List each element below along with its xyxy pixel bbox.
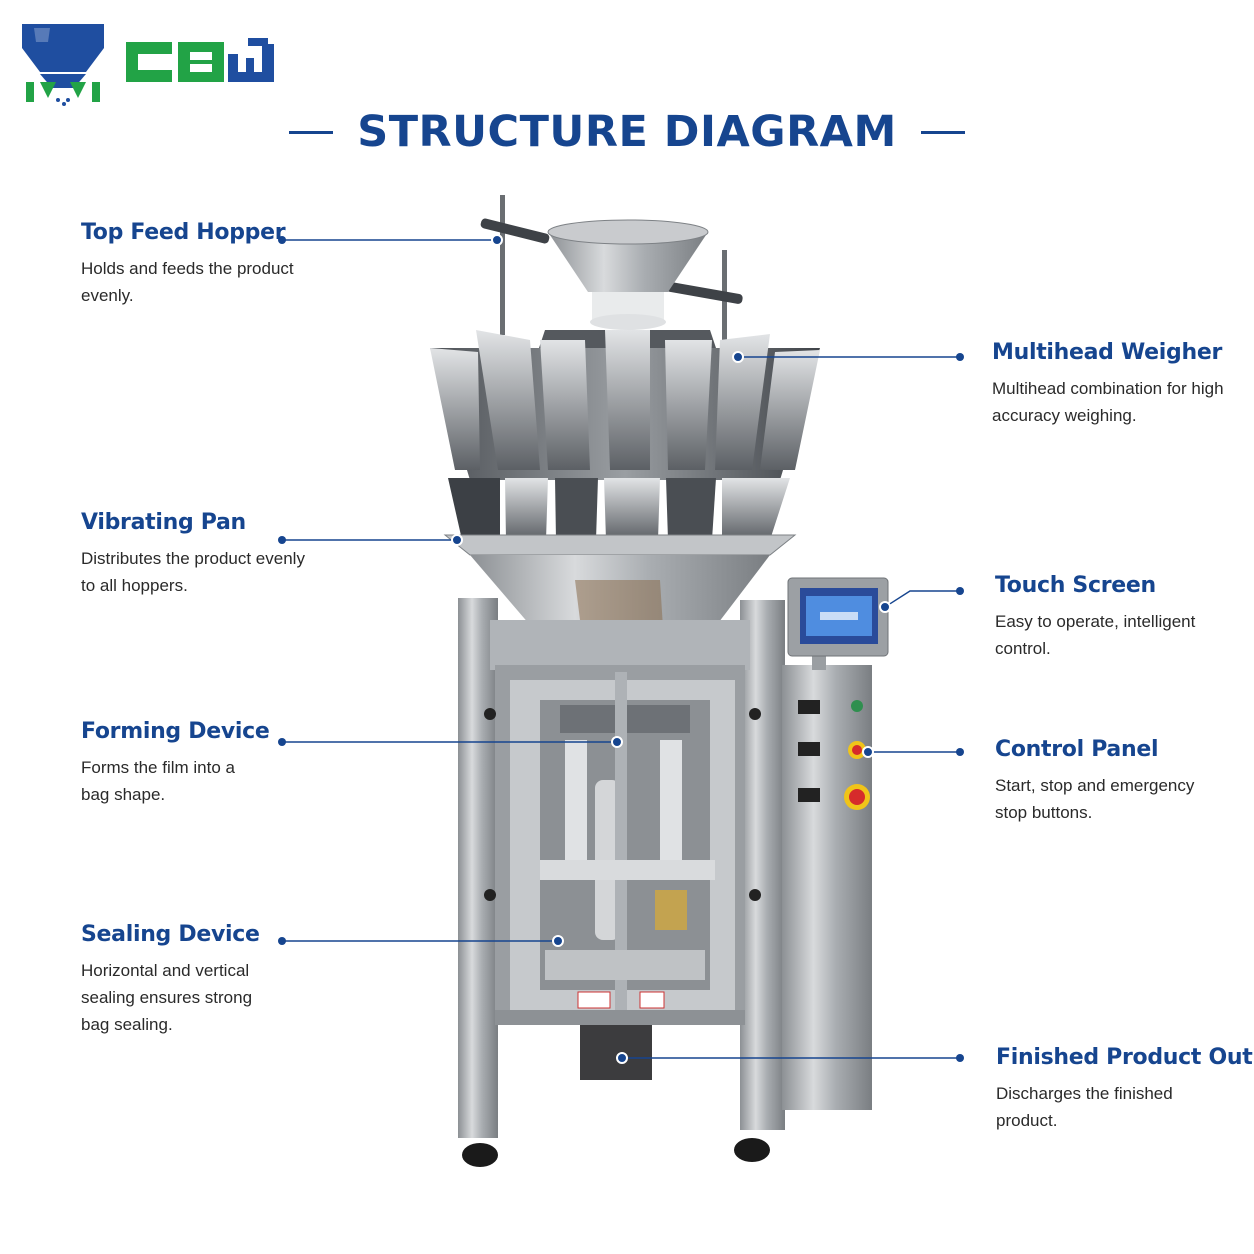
title-bar: STRUCTURE DIAGRAM (0, 104, 1254, 160)
label-multihead-weigher: Multihead Weigher Multihead combination … (992, 340, 1252, 429)
component-description: Multihead combination for high accuracy … (992, 379, 1224, 425)
label-control-panel: Control Panel Start, stop and emergency … (995, 737, 1254, 826)
label-top-feed-hopper: Top Feed Hopper Holds and feeds the prod… (81, 220, 341, 309)
label-finished-product-outlet: Finished Product Outlet Discharges the f… (996, 1045, 1254, 1134)
leader-dots (278, 234, 964, 1064)
packaging-frame (458, 598, 785, 1167)
company-logo (22, 24, 274, 106)
component-description: Forms the film into a bag shape. (81, 758, 235, 804)
component-name: Vibrating Pan (81, 510, 246, 535)
component-description: Distributes the product evenly to all ho… (81, 549, 305, 595)
component-description: Easy to operate, intelligent control. (995, 612, 1196, 658)
leader-lines (282, 239, 960, 1059)
component-description: Start, stop and emergency stop buttons. (995, 776, 1195, 822)
component-name: Sealing Device (81, 922, 260, 947)
component-name: Forming Device (81, 719, 270, 744)
lower-buckets (448, 478, 790, 540)
top-feed-hopper (480, 195, 743, 340)
page-title: STRUCTURE DIAGRAM (357, 107, 897, 157)
upper-buckets (430, 330, 820, 470)
component-description: Discharges the finished product. (996, 1084, 1173, 1130)
component-name: Top Feed Hopper (81, 220, 286, 245)
component-name: Touch Screen (995, 573, 1156, 598)
component-description: Horizontal and vertical sealing ensures … (81, 961, 253, 1034)
label-vibrating-pan: Vibrating Pan Distributes the product ev… (81, 510, 341, 599)
logo-letters-cbw (126, 38, 274, 82)
label-touch-screen: Touch Screen Easy to operate, intelligen… (995, 573, 1254, 662)
title-rule-right (920, 130, 965, 134)
control-cabinet (782, 577, 889, 1110)
multihead-weigher-body (430, 330, 820, 540)
component-name: Control Panel (995, 737, 1159, 762)
component-name: Finished Product Outlet (996, 1045, 1254, 1070)
logo-emblem-icon (22, 24, 104, 106)
component-name: Multihead Weigher (992, 340, 1223, 365)
label-sealing-device: Sealing Device Horizontal and vertical s… (81, 922, 341, 1038)
title-rule-left (289, 130, 334, 134)
label-forming-device: Forming Device Forms the film into a bag… (81, 719, 341, 808)
component-description: Holds and feeds the product evenly. (81, 259, 294, 305)
